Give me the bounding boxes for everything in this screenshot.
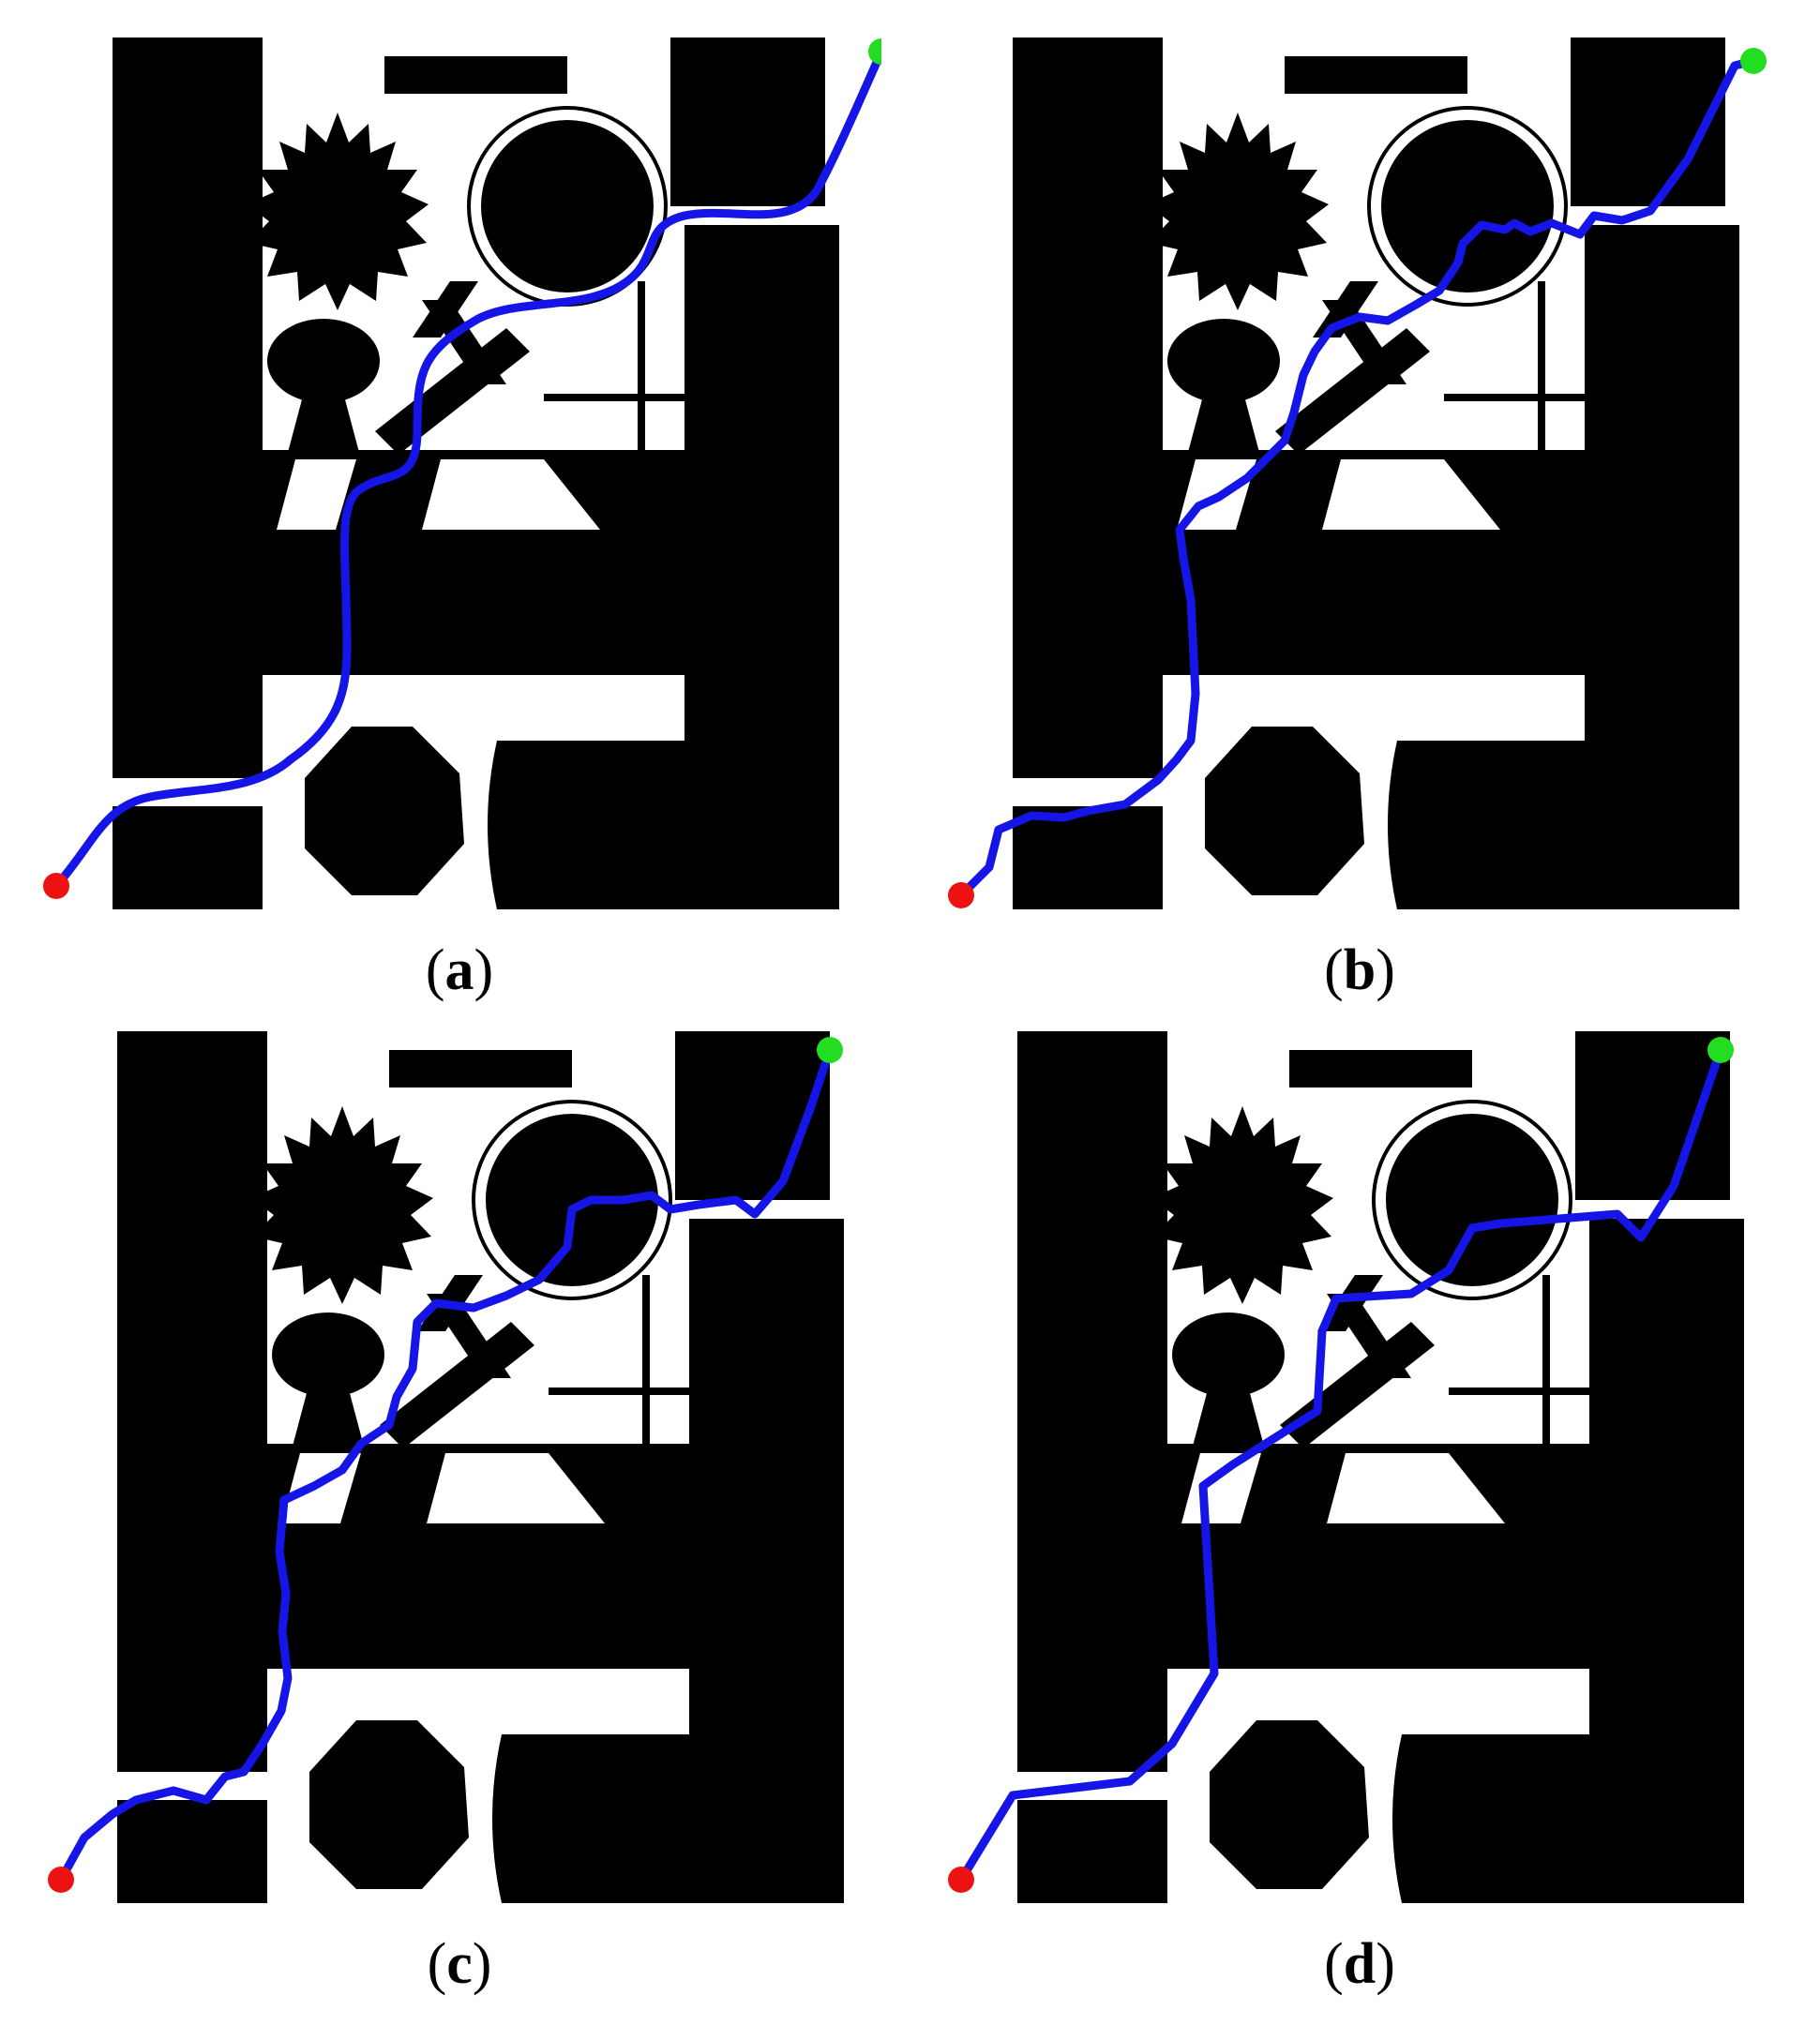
map-d bbox=[940, 1012, 1769, 1905]
path-c bbox=[56, 1045, 835, 1884]
map-c bbox=[40, 1012, 869, 1905]
path-d bbox=[956, 1045, 1725, 1884]
map-b bbox=[936, 19, 1767, 911]
panel-b bbox=[919, 19, 1800, 919]
start-point bbox=[48, 1867, 74, 1893]
goal-point bbox=[868, 38, 881, 65]
path-b bbox=[956, 56, 1758, 900]
goal-point bbox=[1707, 1037, 1734, 1063]
caption-d: (d) bbox=[1324, 1932, 1395, 1996]
goal-point bbox=[1740, 48, 1767, 74]
panel-d bbox=[928, 1012, 1800, 1912]
map-a bbox=[38, 19, 881, 911]
goal-point bbox=[817, 1037, 843, 1063]
start-point bbox=[43, 873, 69, 899]
start-point bbox=[948, 882, 974, 908]
caption-a: (a) bbox=[425, 938, 494, 1002]
caption-c: (c) bbox=[427, 1932, 492, 1996]
panel-c bbox=[19, 1012, 910, 1912]
path-a bbox=[52, 47, 881, 891]
start-point bbox=[948, 1867, 974, 1893]
panel-a bbox=[38, 19, 881, 919]
caption-b: (b) bbox=[1324, 938, 1395, 1002]
